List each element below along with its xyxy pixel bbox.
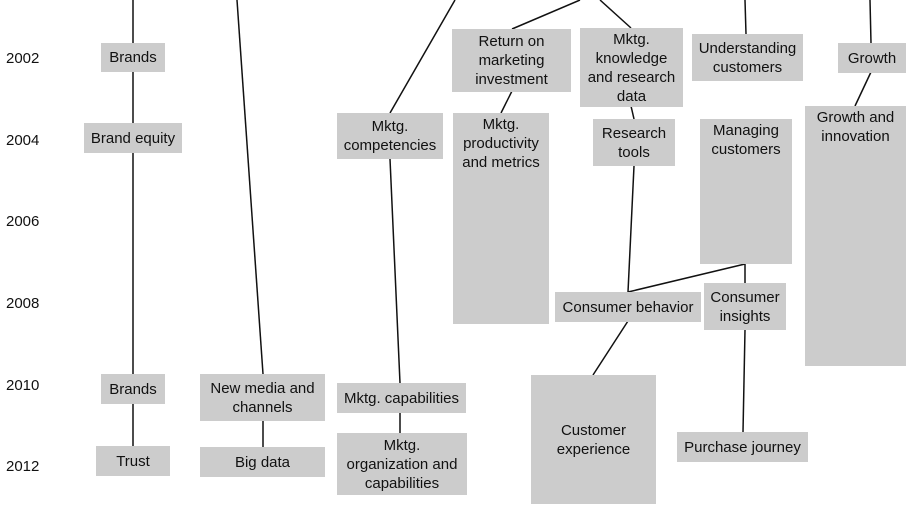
- edge-consumer-behavior-experience: [592, 320, 629, 376]
- year-label-2010: 2010: [6, 377, 40, 394]
- node-mktg-organization-and-capabilities: Mktg. organization and capabilities: [337, 433, 467, 495]
- node-trust: Trust: [96, 446, 170, 476]
- edge-competencies-capabilities: [389, 158, 401, 384]
- node-growth-and-innovation: Growth and innovation: [805, 106, 906, 366]
- node-mktg-productivity-and-metrics: Mktg. productivity and metrics: [453, 113, 549, 324]
- edge-growth-innovation: [854, 71, 872, 107]
- node-brand-equity: Brand equity: [84, 123, 182, 153]
- year-label-2008: 2008: [6, 295, 40, 312]
- year-label-2004: 2004: [6, 132, 40, 149]
- node-mktg-knowledge-and-research-data: Mktg. knowledge and research data: [580, 28, 683, 107]
- year-label-2002: 2002: [6, 50, 40, 67]
- node-brands-2010: Brands: [101, 374, 165, 404]
- node-consumer-insights: Consumer insights: [704, 283, 786, 330]
- node-understanding-customers: Understanding customers: [692, 34, 803, 81]
- node-customer-experience: Customer experience: [531, 375, 656, 504]
- node-mktg-competencies: Mktg. competencies: [337, 113, 443, 159]
- node-big-data: Big data: [200, 447, 325, 477]
- edge-top-understanding: [744, 0, 747, 35]
- node-mktg-capabilities: Mktg. capabilities: [337, 383, 466, 413]
- year-label-2006: 2006: [6, 213, 40, 230]
- year-label-2012: 2012: [6, 458, 40, 475]
- edge-top-return-on-mktg: [511, 0, 581, 30]
- node-brands-2002: Brands: [101, 43, 165, 72]
- edge-insights-purchase-journey: [742, 329, 746, 433]
- node-return-on-marketing-investment: Return on marketing investment: [452, 29, 571, 92]
- node-purchase-journey: Purchase journey: [677, 432, 808, 462]
- edge-top-new-media: [236, 0, 264, 375]
- edge-research-tools-consumer-behavior: [627, 165, 635, 293]
- edge-top-mktg-knowledge: [599, 0, 632, 29]
- edge-knowledge-research-tools: [630, 105, 635, 120]
- edge-return-productivity: [500, 90, 513, 114]
- node-research-tools: Research tools: [593, 119, 675, 166]
- edge-top-mktg-competencies: [389, 0, 456, 114]
- edge-managing-consumer-behavior: [627, 263, 746, 293]
- node-managing-customers: Managing customers: [700, 119, 792, 264]
- edge-top-growth: [869, 0, 872, 44]
- node-consumer-behavior: Consumer behavior: [555, 292, 701, 322]
- node-growth: Growth: [838, 43, 906, 73]
- node-new-media-and-channels: New media and channels: [200, 374, 325, 421]
